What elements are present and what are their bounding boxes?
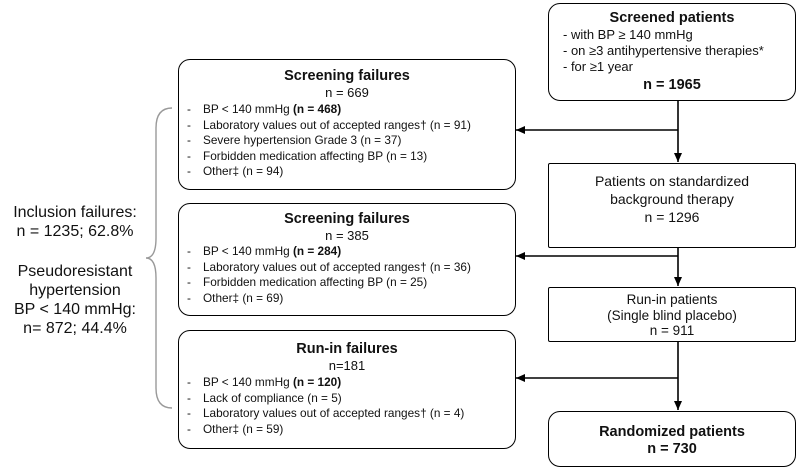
grouping-brace — [145, 107, 173, 409]
list-item: -BP < 140 mmHg (n = 284) — [187, 244, 342, 258]
standardized-count: n = 1296 — [644, 209, 700, 225]
screening-failures-count: n = 669 — [325, 85, 369, 100]
list-item: -BP < 140 mmHg (n = 120) — [187, 375, 342, 389]
screened-count: n = 1965 — [643, 77, 701, 93]
pseudoresistant-summary: Pseudoresistant hypertension BP < 140 mm… — [0, 262, 150, 338]
screened-criterion: - on ≥3 antihypertensive therapies* — [563, 43, 764, 58]
screening-failures-list: -BP < 140 mmHg (n = 284) -Laboratory val… — [187, 244, 471, 306]
list-item: -Other‡ (n = 94) — [187, 164, 284, 179]
runin-line-2: (Single blind placebo) — [607, 307, 737, 323]
runin-line-1: Run-in patients — [626, 292, 718, 307]
screening-failures-count: n = 385 — [325, 228, 369, 243]
inclusion-failures-label: Inclusion failures: — [13, 204, 137, 221]
randomized-count: n = 730 — [647, 441, 697, 457]
pseudoresistant-line-1: Pseudoresistant — [17, 263, 133, 280]
randomized-patients-box: Randomized patients n = 730 — [548, 411, 796, 467]
list-item: -Laboratory values out of accepted range… — [187, 259, 471, 274]
screening-failures-list: -BP < 140 mmHg (n = 468) -Laboratory val… — [187, 102, 471, 180]
runin-patients-box: Run-in patients (Single blind placebo) n… — [548, 287, 796, 342]
inclusion-failures-value: n = 1235; 62.8% — [16, 223, 134, 240]
screened-criterion: - for ≥1 year — [563, 59, 633, 74]
runin-failures-count: n=181 — [328, 358, 366, 373]
list-item: -Laboratory values out of accepted range… — [187, 406, 465, 421]
randomized-title: Randomized patients — [599, 424, 745, 440]
pseudoresistant-line-2: hypertension — [29, 282, 121, 299]
screened-criterion: - with BP ≥ 140 mmHg — [563, 27, 693, 42]
list-item: -Laboratory values out of accepted range… — [187, 117, 471, 132]
screening-failures-title: Screening failures — [284, 211, 410, 227]
list-item: -Lack of compliance (n = 5) — [187, 390, 342, 405]
list-item: -Other‡ (n = 59) — [187, 421, 284, 436]
runin-failures-title: Run-in failures — [296, 341, 398, 357]
list-item: -Other‡ (n = 69) — [187, 290, 284, 305]
list-item: -BP < 140 mmHg (n = 468) — [187, 102, 342, 116]
runin-count: n = 911 — [649, 323, 695, 338]
list-item: -Forbidden medication affecting BP (n = … — [187, 148, 428, 163]
inclusion-failures-summary: Inclusion failures: n = 1235; 62.8% — [0, 203, 150, 241]
pseudoresistant-line-4: n= 872; 44.4% — [23, 320, 127, 337]
screening-failures-box-1: Screening failures n = 669 -BP < 140 mmH… — [178, 59, 516, 190]
screening-failures-title: Screening failures — [284, 68, 410, 84]
screened-title: Screened patients — [609, 10, 735, 26]
pseudoresistant-line-3: BP < 140 mmHg: — [14, 301, 136, 318]
standardized-line-1: Patients on standardized — [594, 173, 750, 189]
screened-patients-box: Screened patients - with BP ≥ 140 mmHg -… — [548, 3, 796, 101]
runin-failures-box: Run-in failures n=181 -BP < 140 mmHg (n … — [178, 330, 516, 449]
list-item: -Severe hypertension Grade 3 (n = 37) — [187, 133, 402, 148]
runin-failures-list: -BP < 140 mmHg (n = 120) -Lack of compli… — [187, 375, 464, 437]
list-item: -Forbidden medication affecting BP (n = … — [187, 275, 428, 290]
standardized-line-2: background therapy — [610, 191, 734, 207]
standardized-therapy-box: Patients on standardized background ther… — [548, 163, 796, 248]
screening-failures-box-2: Screening failures n = 385 -BP < 140 mmH… — [178, 203, 516, 316]
